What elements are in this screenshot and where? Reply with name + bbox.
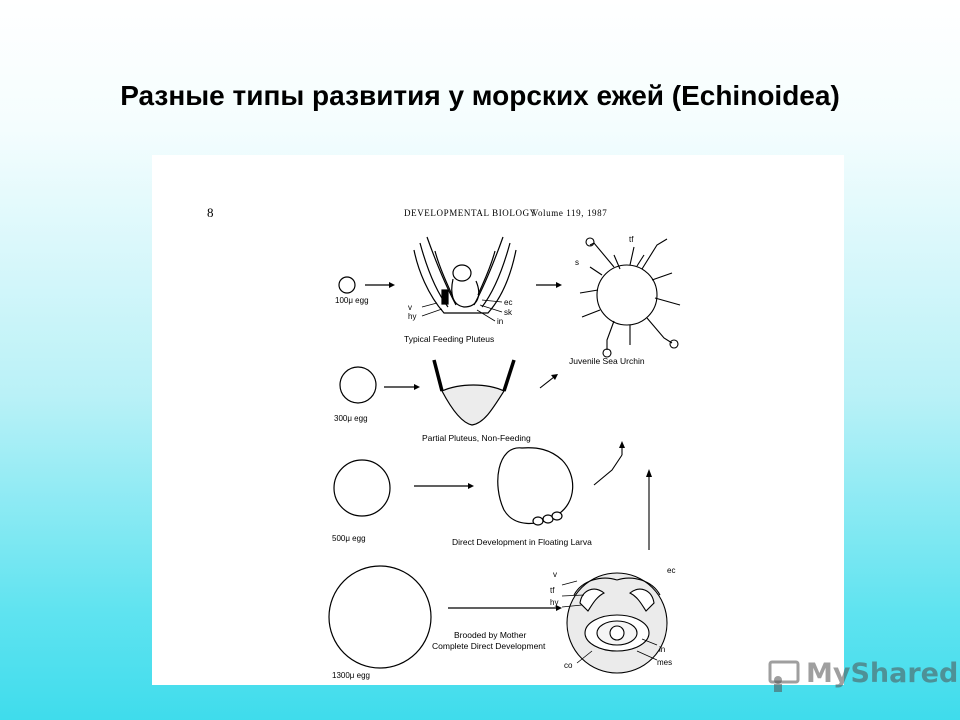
arrow-row2-up: [539, 376, 555, 389]
page-number: 8: [207, 205, 214, 220]
label-mes-row4: mes: [657, 658, 672, 667]
label-s-juvenile: s: [575, 258, 579, 267]
egg-label-1300: 1300μ egg: [332, 671, 370, 680]
slide-title: Разные типы развития у морских ежей (Ech…: [120, 80, 840, 111]
label-tf-row4: tf: [550, 586, 555, 595]
label-sk-row1: sk: [504, 308, 513, 317]
juvenile-caption: Juvenile Sea Urchin: [569, 356, 645, 366]
egg-100: [338, 276, 356, 294]
arrow-head-row1: [389, 282, 395, 288]
caption-row3: Direct Development in Floating Larva: [452, 537, 592, 547]
arrow-head-row2: [414, 384, 420, 390]
myshared-watermark: MyShared: [766, 656, 958, 696]
brooded-embryo: [561, 572, 668, 674]
journal-header: Developmental Biology: [404, 208, 537, 218]
label-ec-row4: ec: [667, 566, 675, 575]
label-ec-row1: ec: [504, 298, 512, 307]
label-v-row1: v: [408, 303, 412, 312]
partial-pluteus: [432, 359, 516, 426]
arrow-head-to-juvenile: [556, 282, 562, 288]
arrow-head-row3-up: [619, 441, 625, 448]
figure-panel: 8 Developmental Biology Volume 119, 1987…: [152, 155, 844, 685]
egg-1300: [328, 565, 432, 669]
caption-row2: Partial Pluteus, Non-Feeding: [422, 433, 531, 443]
juvenile-sea-urchin: [579, 237, 681, 358]
label-in-row1: in: [497, 317, 503, 326]
label-co-row4: co: [564, 661, 573, 670]
label-hy-row4: hy: [550, 598, 558, 607]
developmental-diagram: 8 Developmental Biology Volume 119, 1987…: [207, 205, 681, 680]
teacher-at-board-icon: [768, 660, 800, 692]
egg-label-500: 500μ egg: [332, 534, 366, 543]
feeding-pluteus: [413, 236, 517, 322]
egg-label-300: 300μ egg: [334, 414, 368, 423]
label-in-row4: in: [659, 645, 665, 654]
arrow-head-row2-up: [551, 374, 558, 380]
egg-label-100: 100μ egg: [335, 296, 369, 305]
arrow-head-row4: [556, 605, 562, 611]
arrow-head-row4-up: [646, 469, 652, 477]
label-tf-juvenile: tf: [629, 235, 634, 244]
label-hy-row1: hy: [408, 312, 416, 321]
egg-500: [333, 459, 391, 517]
caption-row4-line1: Brooded by Mother: [454, 630, 526, 640]
label-v-row4: v: [553, 570, 557, 579]
watermark-text: MyShared: [806, 658, 959, 689]
arrow-head-row3: [468, 483, 474, 489]
arrow-row3-up: [593, 454, 623, 486]
volume-header: Volume 119, 1987: [532, 208, 607, 218]
egg-300: [339, 366, 377, 404]
floating-larva: [497, 447, 574, 526]
caption-row4-line2: Complete Direct Development: [432, 641, 546, 651]
caption-row1: Typical Feeding Pluteus: [404, 334, 494, 344]
